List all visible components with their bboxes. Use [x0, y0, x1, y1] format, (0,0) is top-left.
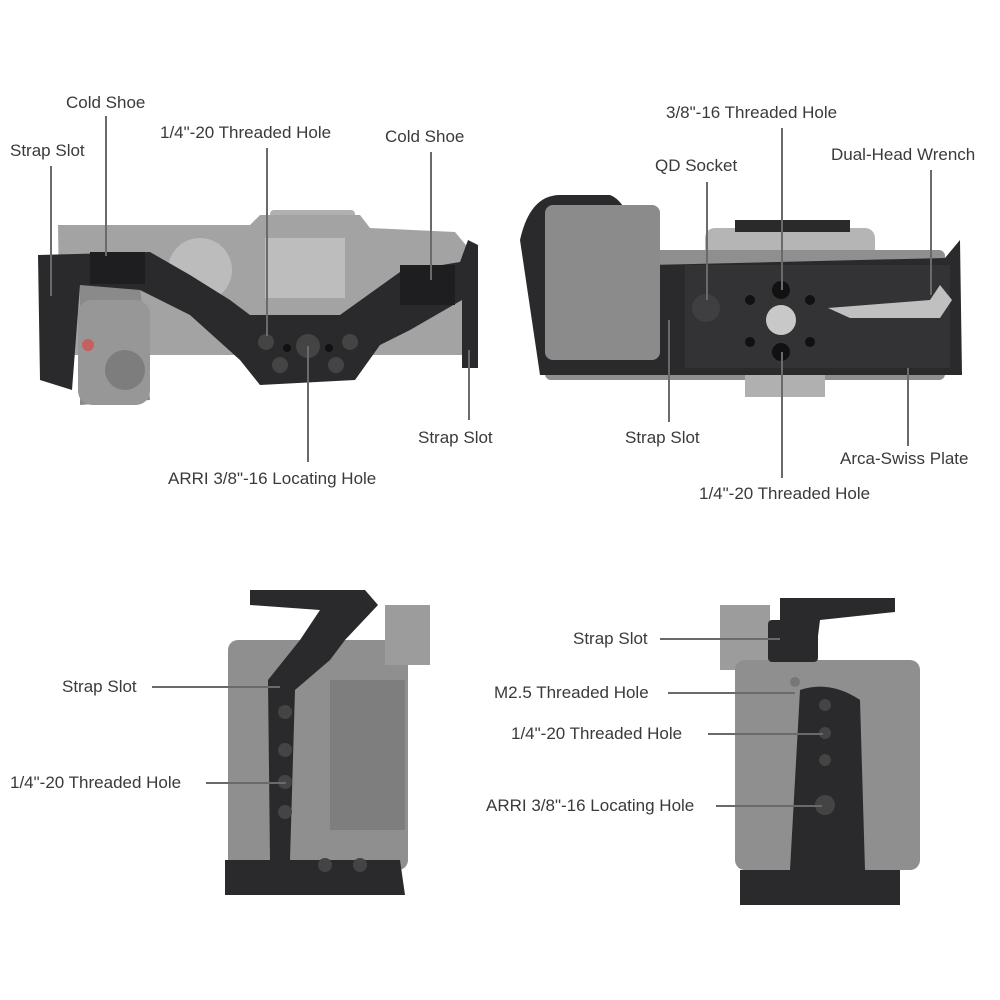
- leader-line: [307, 346, 309, 462]
- leader-line: [105, 116, 107, 256]
- leader-line: [430, 152, 432, 280]
- top-view-illustration: [38, 210, 478, 405]
- leader-line: [266, 148, 268, 336]
- leader-line: [668, 692, 795, 694]
- leader-line: [781, 128, 783, 290]
- leader-line: [781, 352, 783, 478]
- label-arca-swiss-plate: Arca-Swiss Plate: [840, 449, 969, 468]
- leader-line: [668, 320, 670, 422]
- leader-line: [930, 170, 932, 295]
- label-cold-shoe: Cold Shoe: [66, 93, 146, 112]
- label-strap-slot: Strap Slot: [573, 629, 648, 648]
- label-threaded-hole: 1/4"-20 Threaded Hole: [511, 724, 683, 743]
- label-threaded-hole-38: 3/8"-16 Threaded Hole: [666, 103, 838, 122]
- leader-line: [708, 733, 823, 735]
- leader-line: [907, 368, 909, 446]
- label-strap-slot: Strap Slot: [625, 428, 700, 447]
- leader-line: [206, 782, 286, 784]
- leader-line: [716, 805, 822, 807]
- label-arri-locating-hole: ARRI 3/8"-16 Locating Hole: [486, 796, 695, 815]
- label-m25-threaded-hole: M2.5 Threaded Hole: [494, 683, 649, 702]
- label-arri-locating-hole: ARRI 3/8"-16 Locating Hole: [168, 469, 377, 488]
- label-threaded-hole-14: 1/4"-20 Threaded Hole: [699, 484, 871, 503]
- left-side-view-illustration: [225, 590, 430, 895]
- label-cold-shoe: Cold Shoe: [385, 127, 465, 146]
- label-strap-slot: Strap Slot: [10, 141, 85, 160]
- label-qd-socket: QD Socket: [655, 156, 738, 175]
- label-dual-head-wrench: Dual-Head Wrench: [831, 145, 976, 164]
- label-strap-slot: Strap Slot: [418, 428, 493, 447]
- leader-line: [152, 686, 280, 688]
- leader-line: [660, 638, 780, 640]
- leader-line: [706, 182, 708, 300]
- leader-line: [468, 350, 470, 420]
- bottom-view-illustration: [520, 195, 962, 397]
- leader-line: [50, 166, 52, 296]
- right-side-view-illustration: [720, 598, 920, 905]
- label-threaded-hole: 1/4"-20 Threaded Hole: [10, 773, 182, 792]
- label-strap-slot: Strap Slot: [62, 677, 137, 696]
- label-threaded-hole: 1/4"-20 Threaded Hole: [160, 123, 332, 142]
